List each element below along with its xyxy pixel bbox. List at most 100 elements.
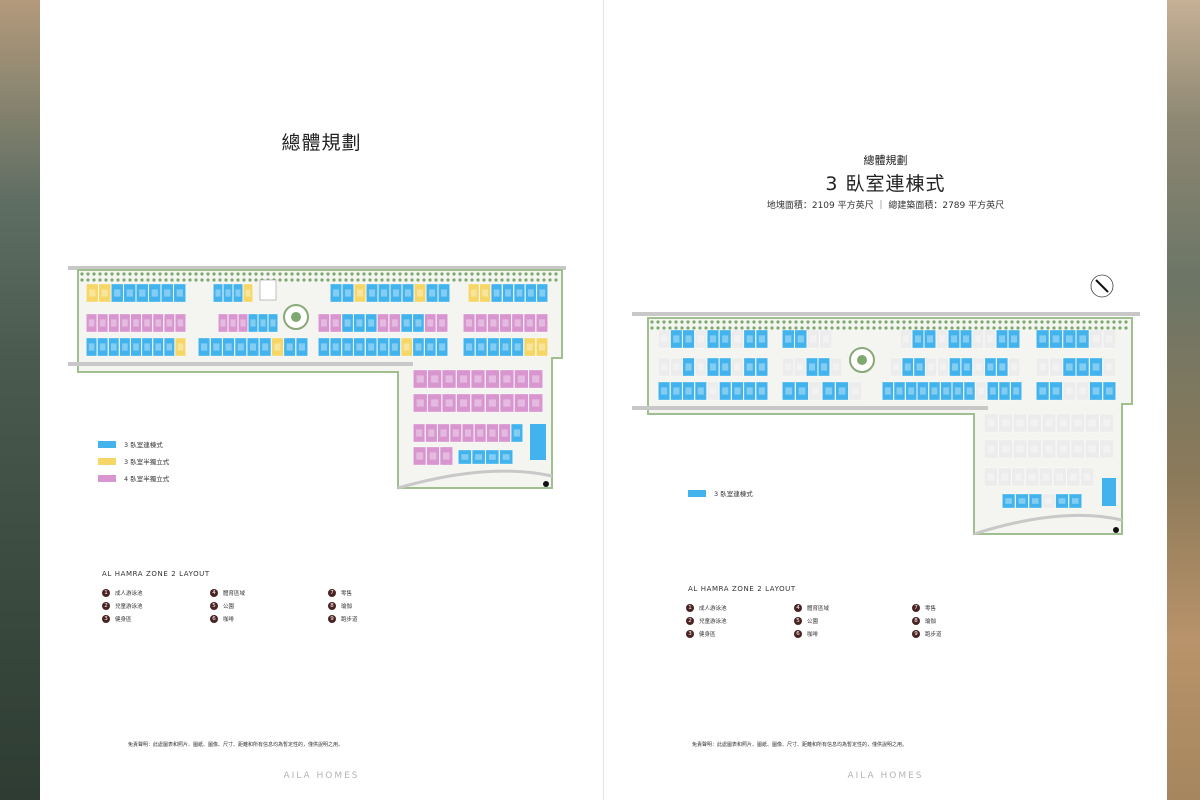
tree-mark [974, 326, 978, 330]
unit-label-mark [489, 429, 496, 437]
housing-unit [499, 369, 514, 389]
legend-item-semi-4br: 4 臥室半獨立式 [98, 471, 169, 485]
housing-unit [972, 357, 985, 377]
housing-unit [905, 381, 917, 401]
tree-mark [128, 278, 132, 282]
housing-unit [937, 357, 949, 377]
unit-label-mark [1066, 335, 1073, 343]
housing-unit [136, 283, 149, 303]
tree-mark [386, 272, 390, 276]
unit-label-mark [320, 343, 327, 351]
unit-label-mark [987, 473, 995, 481]
tree-mark [344, 278, 348, 282]
unit-label-mark [952, 363, 958, 371]
unit-label-mark [391, 343, 398, 351]
housing-unit [731, 329, 744, 349]
tree-mark [1004, 320, 1008, 324]
unit-label-mark [978, 387, 985, 395]
unit-label-mark [345, 289, 351, 297]
tree-mark [314, 272, 318, 276]
housing-unit [1062, 357, 1076, 377]
unit-label-mark [403, 319, 410, 327]
tree-mark [860, 326, 864, 330]
unit-label-mark [474, 375, 482, 383]
amenity-number-badge: 9 [912, 629, 920, 638]
disclaimer: 免責聲明：此處圖表和照片、圖紙、圖像、尺寸、距離和所有信息均為暫定性的，僅供說明… [692, 742, 908, 748]
tree-mark [92, 272, 96, 276]
housing-unit [1102, 329, 1116, 349]
tree-mark [464, 278, 468, 282]
housing-unit [463, 313, 475, 333]
tree-mark [446, 272, 450, 276]
housing-unit [318, 313, 330, 333]
tree-mark [686, 320, 690, 324]
housing-unit [514, 369, 529, 389]
housing-unit [961, 357, 973, 377]
legend: 3 臥室連棟式 [688, 486, 753, 503]
housing-unit [377, 337, 389, 357]
tree-mark [758, 326, 762, 330]
amenity-number-badge: 7 [328, 588, 336, 597]
amenity-number-badge: 5 [210, 601, 218, 610]
legend-label: 3 臥室連棟式 [124, 441, 163, 449]
housing-unit [456, 369, 471, 389]
unit-label-mark [884, 387, 891, 395]
housing-unit [707, 357, 719, 377]
tree-mark [134, 272, 138, 276]
housing-unit [98, 283, 111, 303]
tree-mark [650, 320, 654, 324]
tree-mark [530, 278, 534, 282]
tree-mark [710, 320, 714, 324]
unit-label-mark [1001, 473, 1009, 481]
tree-mark [290, 272, 294, 276]
tree-mark [914, 326, 918, 330]
tree-mark [92, 278, 96, 282]
tree-mark [494, 272, 498, 276]
tree-mark [902, 326, 906, 330]
left-page: 總體規劃 3 臥室連棟式 3 臥室半獨立式 4 臥室半獨立式 AL HAMRA … [40, 0, 603, 800]
tree-mark [1028, 320, 1032, 324]
tree-mark [914, 320, 918, 324]
housing-unit [984, 413, 999, 433]
housing-unit [806, 357, 818, 377]
housing-unit [1068, 493, 1082, 509]
unit-label-mark [133, 343, 139, 351]
tree-mark [494, 278, 498, 282]
housing-unit [234, 337, 247, 357]
housing-unit [424, 337, 436, 357]
unit-label-mark [470, 289, 477, 297]
tree-mark [734, 326, 738, 330]
housing-unit [498, 423, 511, 443]
housing-unit [210, 337, 223, 357]
unit-label-mark [1103, 445, 1111, 453]
housing-unit [222, 337, 235, 357]
housing-unit [756, 357, 768, 377]
tree-mark [392, 278, 396, 282]
tree-mark [668, 326, 672, 330]
unit-label-mark [526, 343, 533, 351]
housing-unit [511, 423, 523, 443]
unit-label-mark [1013, 387, 1020, 395]
unit-label-mark [320, 319, 327, 327]
housing-unit [119, 313, 131, 333]
tree-mark [476, 272, 480, 276]
tree-mark [194, 272, 198, 276]
amenity-number-badge: 4 [794, 603, 802, 612]
housing-unit [97, 337, 108, 357]
unit-label-mark [416, 375, 424, 383]
unit-label-mark [943, 387, 950, 395]
unit-label-mark [1042, 473, 1050, 481]
tree-mark [404, 278, 408, 282]
curved-road [973, 513, 1123, 536]
tree-mark [752, 326, 756, 330]
amenity-number-badge: 1 [102, 588, 110, 597]
tree-mark [800, 326, 804, 330]
tree-mark [272, 272, 276, 276]
housing-unit [400, 313, 413, 333]
housing-unit [1015, 493, 1029, 509]
unit-label-mark [1030, 445, 1039, 453]
housing-unit [499, 313, 512, 333]
unit-label-mark [999, 363, 1006, 371]
unit-label-mark [1079, 335, 1086, 343]
